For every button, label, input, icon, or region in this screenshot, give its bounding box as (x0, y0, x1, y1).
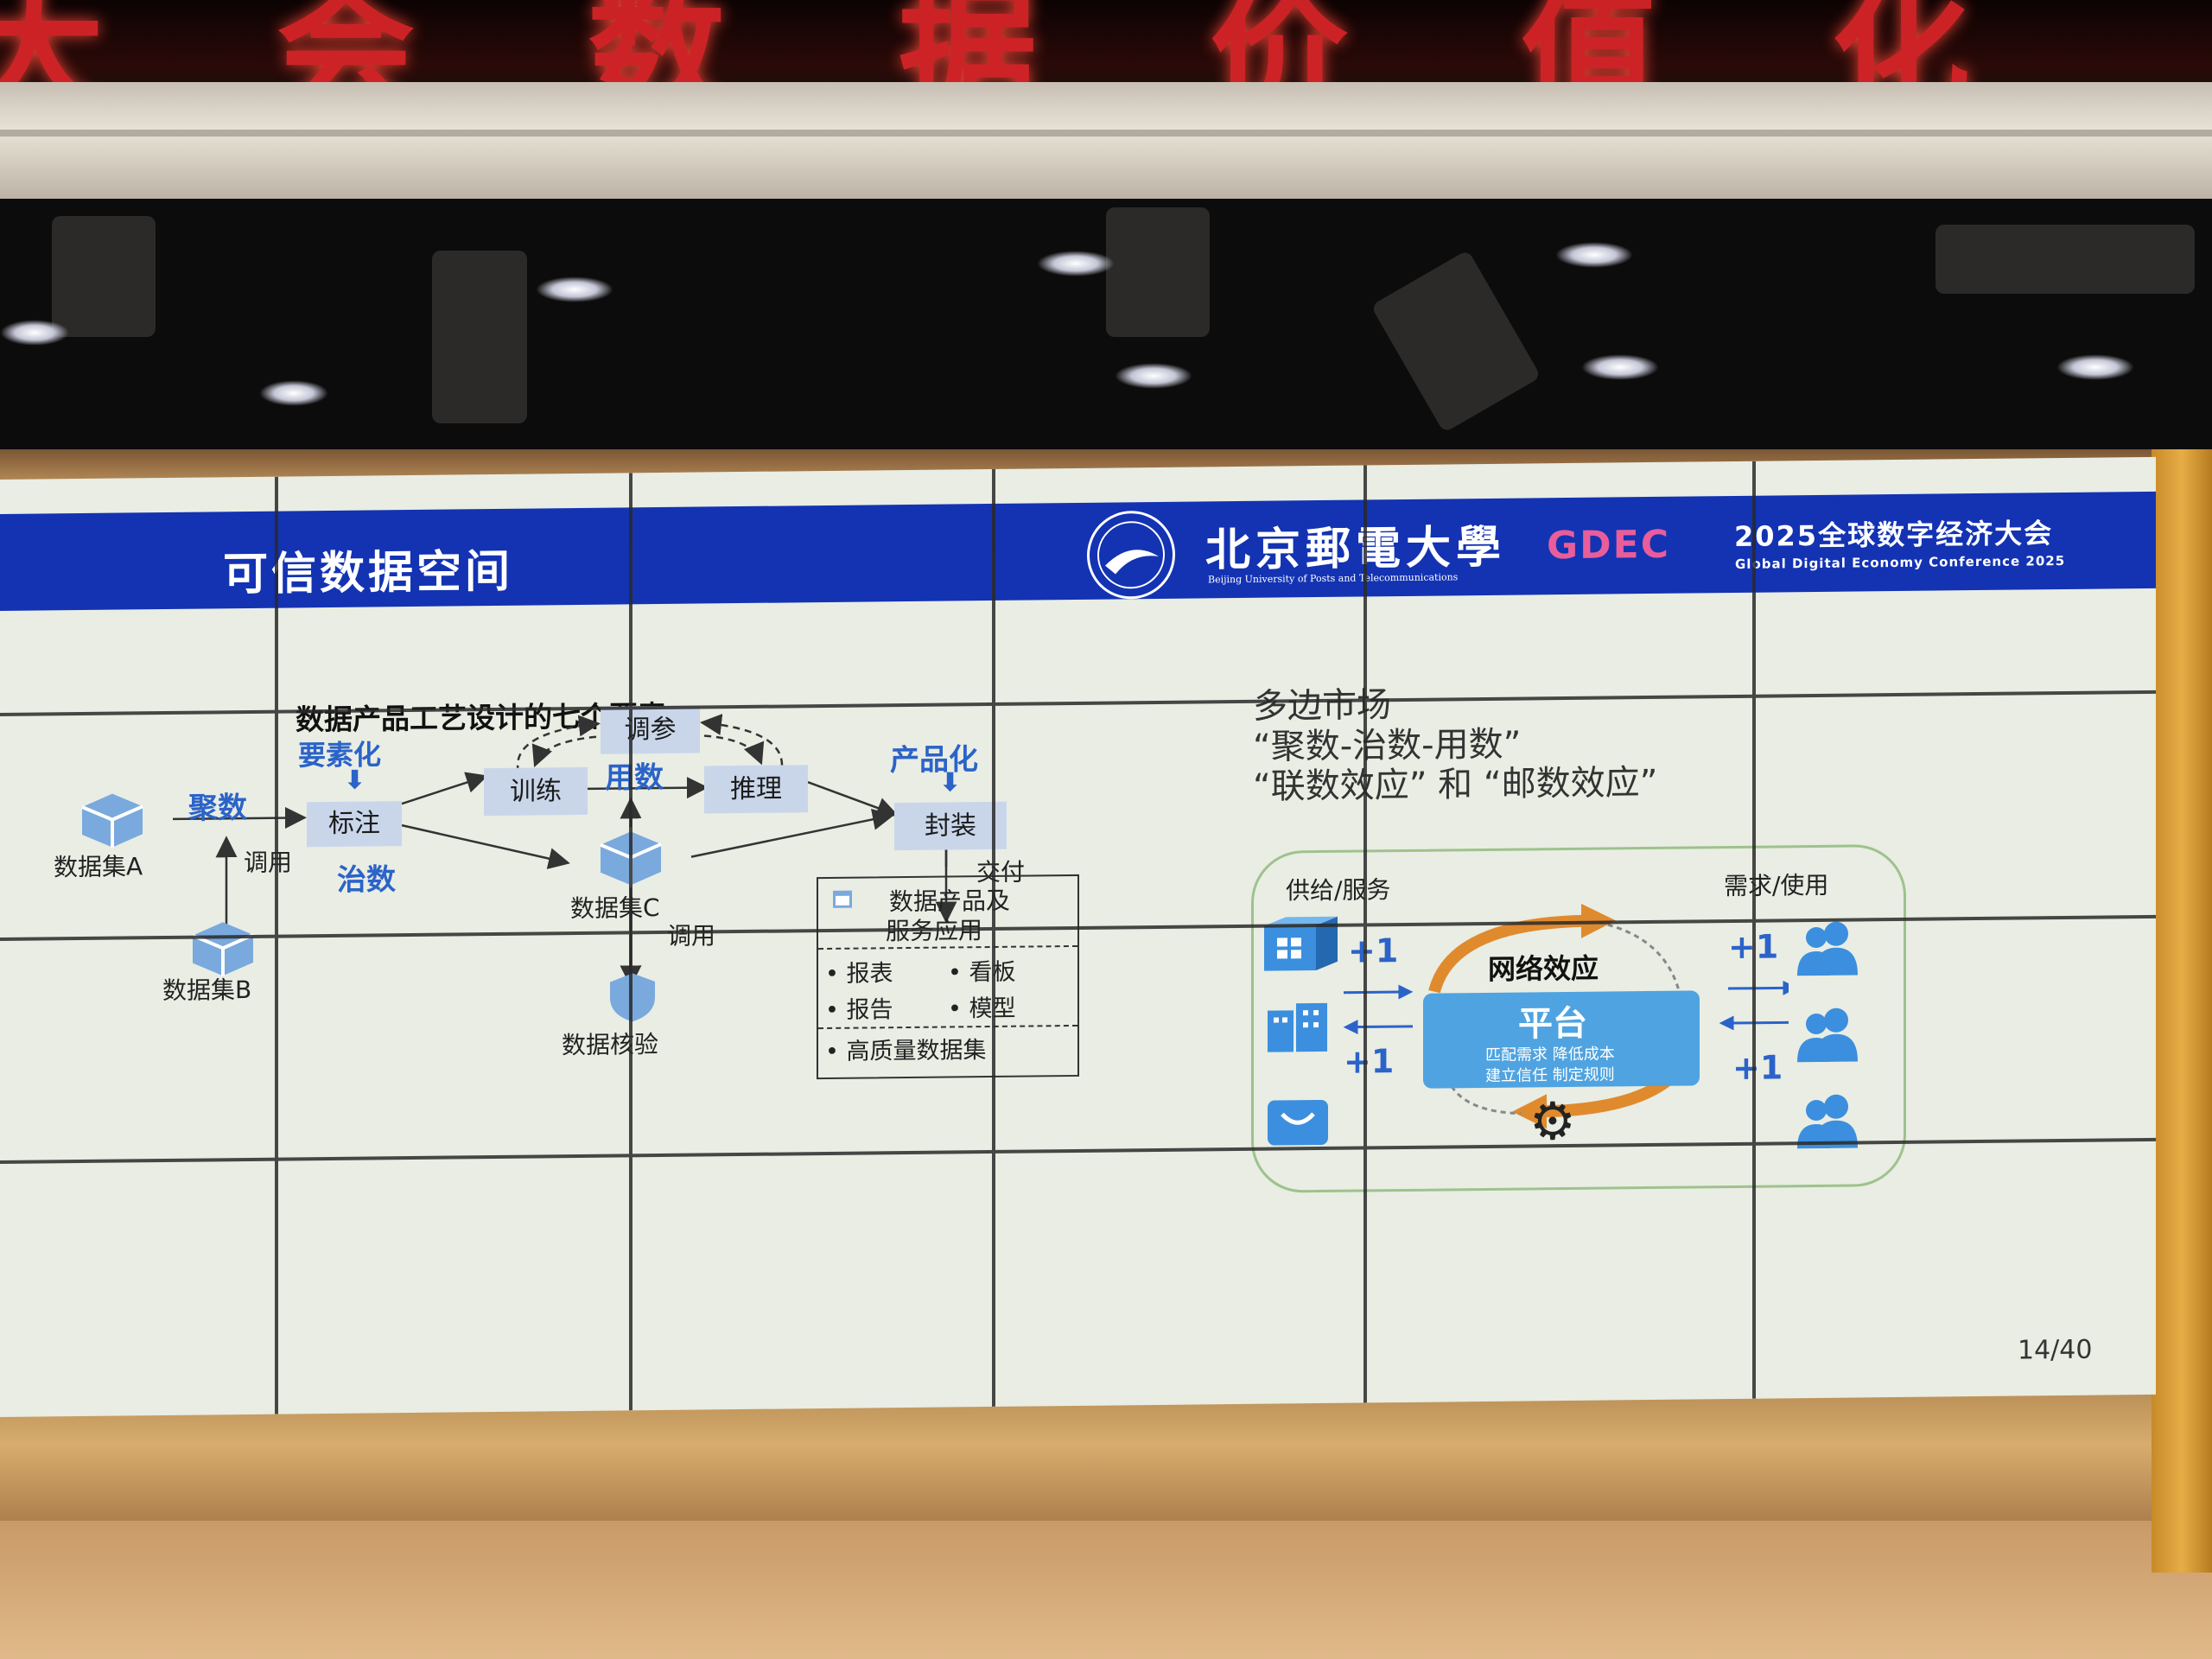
university-name: 北京郵電大學 (1205, 520, 1507, 577)
product-title-line2: 服务应用 (886, 916, 983, 946)
dataset-a-cube-icon (81, 793, 143, 848)
app-cube-icon (1264, 916, 1338, 971)
ceiling-lighting-rig (0, 199, 2212, 475)
stage-light-fixture (1936, 225, 2195, 294)
plus-one-supply-bottom: +1 (1344, 1042, 1395, 1081)
video-wall-screen: 可信数据空间 北京郵電大學 Beijing University of Post… (0, 456, 2156, 1417)
gear-icon: ⚙ (1529, 1090, 1576, 1153)
conference-name-en: Global Digital Economy Conference 2025 (1735, 552, 2066, 572)
dataset-c-label: 数据集C (570, 893, 660, 924)
label-diaoyong-2: 调用 (667, 921, 716, 950)
list-item: • 报告 (825, 996, 893, 1024)
ceiling-lamp (2056, 354, 2134, 380)
ceiling-lamp (1115, 363, 1192, 389)
stage-light-fixture (52, 216, 156, 337)
ceiling-lamp (259, 380, 328, 406)
ceiling-lamp (1581, 354, 1659, 380)
slide-header-bar: 可信数据空间 北京郵電大學 Beijing University of Post… (0, 491, 2156, 611)
supply-label: 供给/服务 (1286, 875, 1391, 906)
conference-logo: GDEC (1547, 522, 1670, 569)
label-diaoyong-1: 调用 (244, 848, 293, 878)
dataset-c-cube-icon (600, 831, 662, 886)
building-icon (1268, 1002, 1327, 1052)
box-fengzhuang: 封装 (894, 801, 1007, 851)
ceiling-lamp (0, 320, 69, 346)
stage-light-fixture (1106, 207, 1210, 337)
list-item: • 模型 (948, 995, 1016, 1023)
calendar-icon (833, 890, 852, 908)
shield-icon (610, 973, 655, 1022)
label-chanpinhua: 产品化 (890, 742, 978, 779)
label-zhishu: 治数 (337, 862, 396, 898)
platform-sub2: 建立信任 制定规则 (1485, 1065, 1615, 1085)
shopping-bag-icon (1268, 1099, 1328, 1146)
arrow-down-icon: ⬇ (939, 767, 962, 798)
stage-floor (0, 1521, 2212, 1659)
arrow-down-icon: ⬇ (344, 765, 366, 796)
table-divider (818, 1024, 1077, 1030)
led-banner: 大会数据价值化 (0, 0, 2212, 95)
box-biaozhu: 标注 (307, 801, 402, 848)
ceiling-lamp (1555, 242, 1633, 268)
dataset-b-label: 数据集B (162, 975, 252, 1006)
university-name-en: Beijing University of Posts and Telecomm… (1208, 571, 1459, 586)
data-check-label: 数据核验 (562, 1030, 659, 1060)
dataset-a-label: 数据集A (54, 852, 143, 882)
label-yongshu: 用数 (605, 760, 664, 796)
flow-arrows (1343, 980, 1789, 1034)
stage-light-fixture (432, 251, 527, 423)
label-jushu: 聚数 (188, 791, 247, 826)
ceiling-beam (0, 82, 2212, 203)
product-table: 数据产品及 服务应用 • 报表 • 看板 • 报告 • 模型 • 高质量数据集 (817, 874, 1079, 1080)
list-item: • 高质量数据集 (825, 1037, 987, 1065)
led-banner-text: 大会数据价值化 (0, 0, 2144, 95)
conference-name-cn: 2025全球数字经济大会 (1734, 517, 2054, 553)
users-icon (1797, 1007, 1858, 1063)
slide-page-number: 14/40 (2018, 1334, 2093, 1366)
ceiling-lamp (1037, 251, 1115, 276)
list-item: • 报表 (825, 960, 893, 988)
plus-one-demand-top: +1 (1728, 927, 1779, 967)
university-emblem-icon (1087, 510, 1175, 600)
dataset-b-cube-icon (192, 922, 254, 976)
plus-one-supply-top: +1 (1348, 931, 1399, 970)
stage-curtain (2152, 449, 2212, 1573)
ceiling-lamp (536, 276, 613, 302)
box-tiaocan: 调参 (601, 705, 700, 754)
box-xunlian: 训练 (484, 766, 588, 817)
stage-light-fixture (1370, 249, 1541, 434)
label-yaosuhua: 要素化 (298, 738, 382, 772)
plus-one-demand-bottom: +1 (1732, 1048, 1783, 1088)
table-divider (818, 944, 1077, 950)
list-item: • 看板 (948, 958, 1016, 987)
beam-line (0, 130, 2212, 137)
market-line3: “联数效应” 和 “邮数效应” (1253, 762, 1658, 807)
users-icon (1797, 921, 1858, 976)
users-icon (1797, 1094, 1858, 1149)
box-tuili: 推理 (704, 765, 808, 814)
